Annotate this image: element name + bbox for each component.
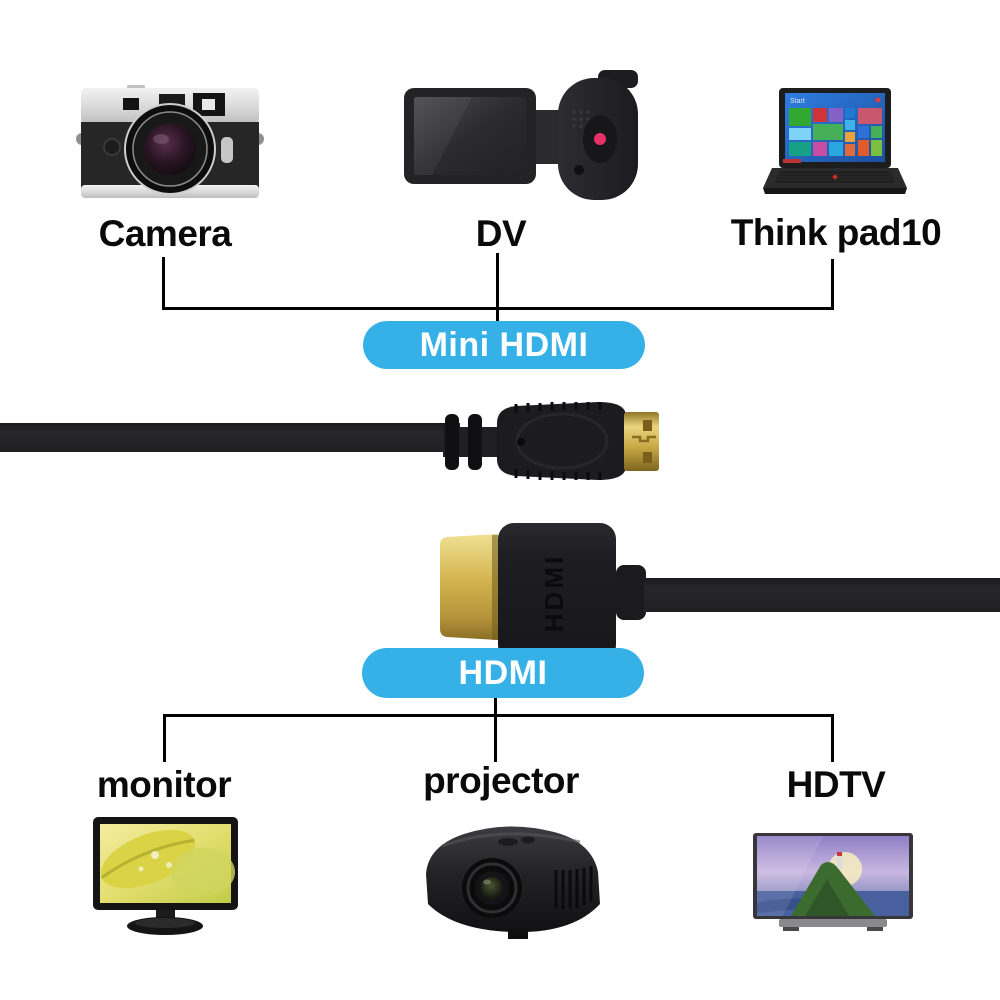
- monitor-image: [93, 817, 238, 935]
- hdtv-image: [753, 833, 913, 931]
- hdmi-embossed-label: HDMI: [539, 554, 569, 632]
- camera-connector-line: [162, 257, 165, 308]
- hdmi-cable-image: HDMI: [440, 523, 1000, 661]
- thinkpad-label: Think pad10: [730, 212, 942, 253]
- projector-label: projector: [423, 760, 579, 801]
- laptop-start-label: Start: [790, 98, 805, 105]
- thinkpad-connector-line: [831, 259, 834, 308]
- projector-image: [426, 826, 600, 939]
- top-bracket-line: [162, 307, 834, 310]
- windows-tiles: [789, 108, 882, 156]
- mini-hdmi-badge: Mini HDMI: [363, 321, 645, 369]
- mini-hdmi-cable-image: [0, 402, 659, 480]
- thinkpad-image: Start: [763, 88, 907, 194]
- monitor-connector-line: [163, 714, 166, 762]
- hdmi-badge-connector-line: [494, 698, 497, 715]
- hdtv-label: HDTV: [786, 764, 886, 805]
- dv-label: DV: [475, 213, 527, 254]
- dv-connector-line: [496, 253, 499, 322]
- hdmi-badge: HDMI: [362, 648, 644, 698]
- projector-connector-line: [494, 714, 497, 762]
- camera-label: Camera: [98, 213, 232, 254]
- hdtv-connector-line: [831, 714, 834, 762]
- bottom-bracket-line: [163, 714, 834, 717]
- camera-image: [76, 85, 264, 198]
- dv-camcorder-image: [404, 70, 638, 200]
- monitor-label: monitor: [96, 764, 232, 805]
